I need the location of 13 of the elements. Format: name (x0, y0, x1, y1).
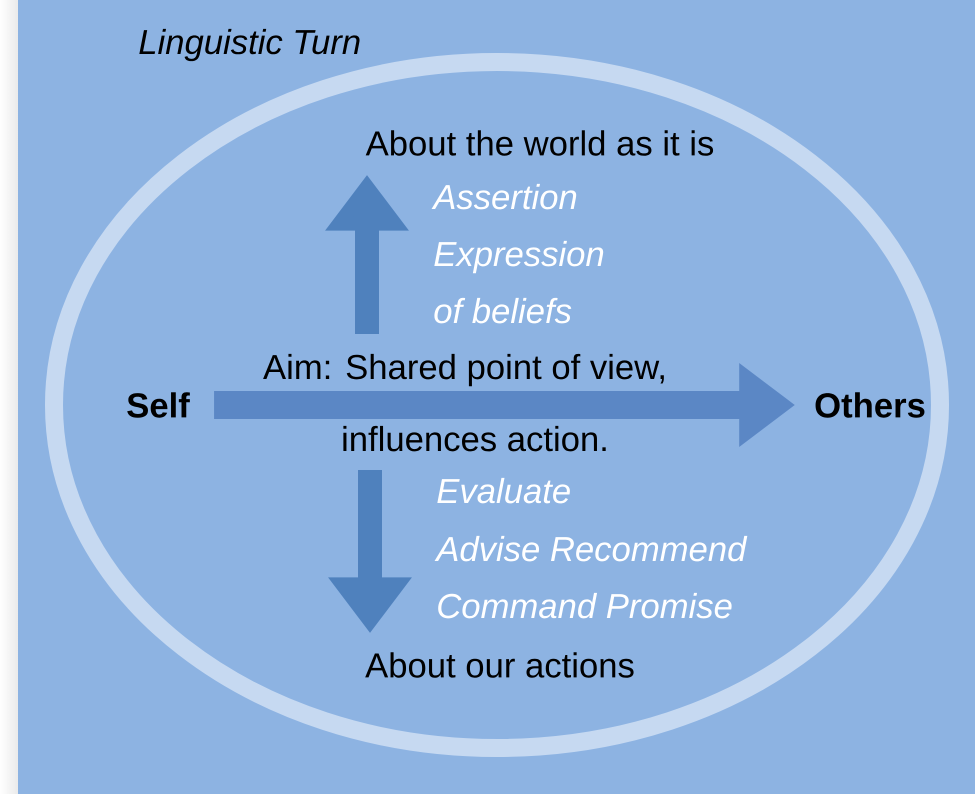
aim-text: Aim: Shared point of view, (263, 354, 664, 386)
speech-act-label: Assertion (432, 184, 576, 210)
speech-act-label: Evaluate (437, 478, 570, 504)
speech-act-label: of beliefs (434, 298, 572, 324)
speech-act-label: Expression (434, 240, 604, 274)
axis-label: About the world as it is (366, 130, 714, 156)
endpoint-label: Self (127, 392, 190, 418)
speech-act-label: Advise Recommend (434, 536, 748, 562)
title: Linguistic Turn (139, 28, 360, 62)
axis-label: About our actions (365, 652, 634, 678)
aim-text: influences action. (343, 426, 606, 452)
speech-act-label: Command Promise (438, 592, 732, 618)
endpoint-label: Others (816, 392, 924, 418)
